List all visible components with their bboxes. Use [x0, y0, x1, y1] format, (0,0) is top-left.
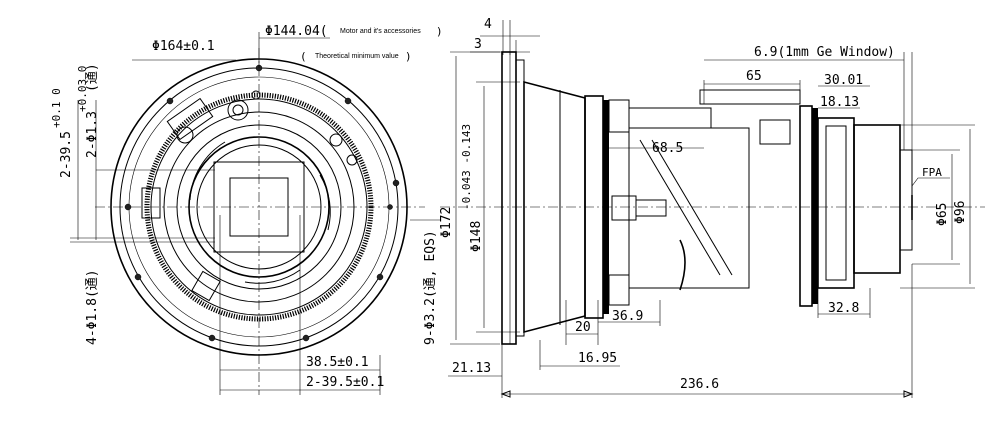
motor-housing: [166, 97, 214, 141]
dim-65: 65: [746, 69, 762, 84]
front-view: Φ164±0.1 Φ144.04( Motor and it's accesso…: [50, 24, 443, 395]
gear-ring-inner: [150, 98, 368, 316]
detector-window: [213, 161, 305, 253]
holes-2-dim: 2-39.5: [59, 131, 74, 178]
dia-65-dim: Φ65: [935, 203, 950, 226]
bolt-hole: [134, 273, 142, 281]
gear-teeth: [603, 100, 609, 314]
cam-slot-right: [319, 174, 331, 231]
motor-block: [608, 99, 630, 133]
lens-element: [196, 144, 322, 270]
bolt-hole: [376, 273, 384, 281]
min-value-note: Theoretical minimum value: [315, 53, 399, 60]
motor-assembly: [141, 90, 358, 302]
lower-bracket: [608, 274, 630, 306]
bolt-hole: [124, 203, 132, 211]
dim-21-13: 21.13: [452, 361, 491, 376]
sensor-bracket-bottom: [191, 270, 221, 302]
fpa-block: [899, 149, 913, 251]
cam-slot-left: [189, 141, 226, 201]
dim-68-5: 68.5: [652, 141, 683, 156]
rear-mount: [799, 105, 813, 307]
window-note: 6.9(1mm Ge Window): [754, 45, 895, 60]
spacing-dim-1: 38.5±0.1: [306, 355, 369, 370]
fpa-label: FPA: [922, 166, 942, 179]
cam-slot-bottom: [244, 269, 301, 284]
min-value-close: ): [405, 50, 412, 63]
screw-holes-dim: 9-Φ3.2(通, EQS): [423, 230, 438, 345]
dim-30-01: 30.01: [824, 73, 863, 88]
dia-148-dim: Φ148: [469, 221, 484, 252]
spacing-dim-2: 2-39.5±0.1: [306, 375, 384, 390]
min-value-open: (: [300, 50, 307, 63]
outer-diameter-dim: Φ164±0.1: [152, 39, 215, 54]
cam-ring-inner: [176, 124, 342, 290]
motor-gear: [176, 126, 194, 144]
rear-lens-housing: [817, 117, 855, 289]
dim-36-9: 36.9: [612, 309, 643, 324]
bolt-holes: [124, 64, 400, 342]
cam-follower: [679, 239, 686, 291]
dim-236-6: 236.6: [680, 377, 719, 392]
cam-barrel: [628, 127, 750, 289]
detector-housing: [853, 124, 901, 274]
holes-2-tol: +0.1 0: [50, 88, 63, 128]
bolt-hole: [387, 204, 393, 210]
lens-barrel: [188, 136, 330, 278]
pin-holes-suffix: (通): [85, 63, 100, 92]
dim-18-13: 18.13: [820, 95, 859, 110]
mounting-flange: [501, 51, 517, 345]
bolt-hole: [302, 334, 310, 342]
dim-20: 20: [575, 320, 591, 335]
dim-4: 4: [484, 17, 492, 32]
dia-172-dim: Φ172: [439, 207, 454, 238]
side-view: 4 3 6.9(1mm Ge Window) 65 30.01 18.13 68…: [439, 17, 985, 398]
dim-16-95: 16.95: [578, 351, 617, 366]
sensor-bracket-left: [141, 187, 161, 219]
top-carriage: [699, 89, 801, 105]
motor-note-close: ): [436, 25, 443, 38]
cam-slot: [639, 139, 721, 276]
motor-envelope-dim: Φ144.04(: [265, 24, 328, 39]
idler-roller: [329, 133, 343, 147]
bolt-hole: [344, 97, 352, 105]
small-holes-dim: 4-Φ1.8(通): [85, 269, 100, 345]
dia-96-dim: Φ96: [953, 201, 968, 224]
gear-ring: [144, 92, 374, 322]
pin-holes-tol: +0.03 0: [76, 66, 89, 112]
bolt-hole: [392, 179, 400, 187]
detector-inner-window: [229, 177, 289, 237]
dim-3: 3: [474, 37, 482, 52]
drive-motor: [611, 195, 637, 221]
cam-ring-outer: [163, 111, 355, 303]
motor-note: Motor and it's accessories: [340, 28, 421, 35]
bolt-hole: [208, 334, 216, 342]
drive-gear: [227, 99, 249, 121]
dia-148-tol: -0.043 -0.143: [460, 124, 473, 210]
pin-holes-dim: 2-Φ1.3: [85, 111, 100, 158]
dim-32-8: 32.8: [828, 301, 859, 316]
bolt-hole: [166, 97, 174, 105]
